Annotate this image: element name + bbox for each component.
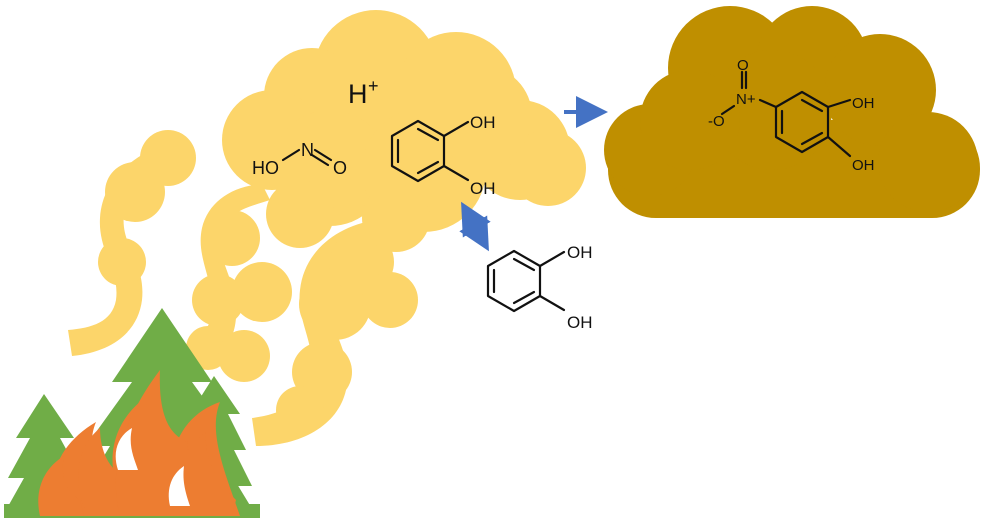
- arrow-icon: [459, 201, 491, 252]
- svg-text:OH: OH: [470, 113, 496, 132]
- catechol-molecule-gas: OH OH: [486, 243, 593, 332]
- smoke-plume: [68, 10, 586, 446]
- svg-text:-O: -O: [708, 113, 725, 130]
- svg-text:OH: OH: [567, 313, 593, 332]
- svg-text:HO: HO: [252, 158, 279, 178]
- svg-text:OH: OH: [567, 243, 593, 262]
- aged-aerosol-cloud: [604, 6, 980, 218]
- svg-text:OH: OH: [852, 95, 875, 112]
- flame-icon: [38, 370, 241, 516]
- svg-text:O: O: [737, 57, 749, 74]
- flame-highlight: [115, 428, 190, 506]
- proton-label: H: [348, 79, 368, 109]
- svg-text:OH: OH: [470, 179, 496, 198]
- svg-text:N: N: [301, 140, 314, 160]
- nitrocatechol-molecule: OH OH O N+ -O: [708, 57, 875, 174]
- svg-text:N+: N+: [736, 91, 756, 108]
- svg-text:O: O: [333, 158, 347, 178]
- nitrous-acid-molecule: HO N O: [252, 140, 347, 178]
- catechol-molecule-particle: OH OH: [390, 113, 496, 198]
- svg-text:OH: OH: [852, 157, 875, 174]
- proton-charge: +: [368, 76, 379, 96]
